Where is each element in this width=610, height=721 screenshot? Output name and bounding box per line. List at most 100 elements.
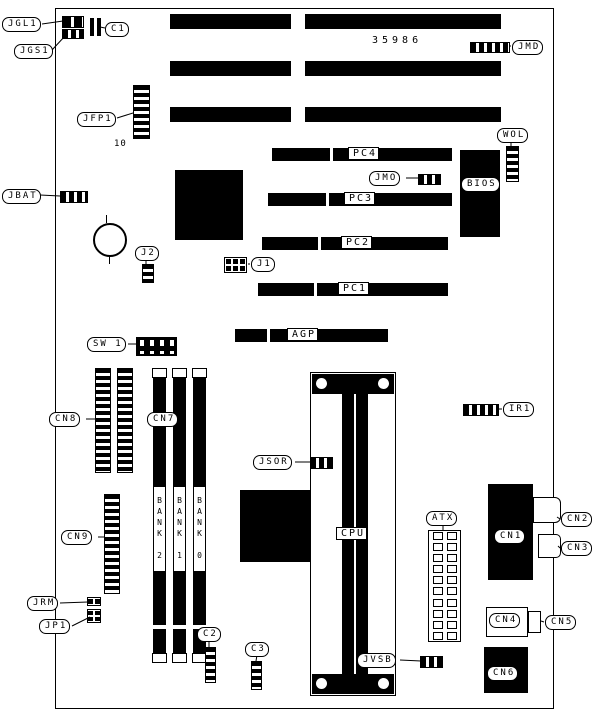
callout-cn4: CN4: [489, 613, 521, 628]
southbridge-chip: [240, 490, 310, 562]
pin: [233, 266, 238, 271]
battery-contact: [106, 215, 107, 223]
callout-cn3: CN3: [561, 541, 593, 556]
callout-ir1: IR1: [503, 402, 535, 417]
atx-pin: [446, 631, 457, 640]
battery: [93, 223, 127, 257]
dip-switch-toggle: [150, 340, 154, 346]
mounting-hole: [378, 378, 389, 389]
atx-power-connector: [428, 530, 461, 642]
callout-cn7: CN7: [147, 412, 179, 427]
callout-bios: BIOS: [461, 177, 500, 192]
pin: [233, 259, 238, 264]
callout-jbat: JBAT: [2, 189, 41, 204]
cn8-connector: [95, 368, 111, 473]
cpu-bracket-top: [312, 374, 394, 394]
callout-atx: ATX: [426, 511, 458, 526]
callout-cn9: CN9: [61, 530, 93, 545]
dip-switch-toggle: [160, 340, 164, 346]
atx-pin: [432, 587, 443, 596]
callout-wol: WOL: [497, 128, 529, 143]
dip-switch-mark: [170, 351, 174, 354]
dimm-label-area: BANK 1: [173, 487, 186, 571]
pin: [240, 266, 245, 271]
cn8-connector: [117, 368, 133, 473]
bios-chip: [460, 150, 500, 237]
j2-connector: [142, 264, 154, 283]
cn9-connector: [104, 494, 120, 594]
dimm-latch: [152, 653, 167, 663]
jbat-connector: [60, 191, 88, 203]
isa-slot: [305, 107, 501, 122]
cn5-connector: [528, 611, 541, 633]
pci-slot-key: [330, 148, 333, 161]
pci-slot-2-label: PC2: [341, 236, 373, 249]
atx-pin: [432, 554, 443, 563]
dimm-bank1-label: BANK 1: [175, 496, 184, 562]
dimm-body: [153, 571, 166, 625]
dimm-bank2-label: BANK 2: [155, 496, 164, 562]
dip-switch-mark: [160, 351, 164, 354]
jp1-connector: [87, 609, 101, 623]
callout-cn6: CN6: [487, 666, 519, 681]
dimm-slot-bank1: BANK 1: [172, 368, 187, 663]
jrm-connector: [87, 597, 101, 606]
atx-pin: [432, 565, 443, 574]
pin: [95, 617, 100, 621]
atx-pin: [446, 554, 457, 563]
atx-pin: [432, 532, 443, 541]
agp-slot-key: [267, 329, 270, 342]
jgl1-connector: [62, 16, 84, 28]
callout-jgs1: JGS1: [14, 44, 53, 59]
agp-slot-label: AGP: [287, 328, 319, 341]
dip-switch-mark: [150, 351, 154, 354]
dimm-body: [173, 571, 186, 625]
northbridge-chip: [175, 170, 243, 240]
callout-j1: J1: [251, 257, 275, 272]
callout-jmo: JMO: [369, 171, 401, 186]
c3-capacitor: [251, 661, 262, 690]
dip-switch-toggle: [170, 340, 174, 346]
atx-pin: [432, 543, 443, 552]
isa-slot: [305, 14, 501, 29]
dip-switch-toggle: [140, 340, 144, 346]
atx-pin: [446, 576, 457, 585]
atx-pin: [446, 598, 457, 607]
pci-slot-key: [318, 237, 321, 250]
jsor-connector: [310, 457, 333, 469]
jfp1-connector: [133, 85, 150, 139]
dimm-body: [153, 629, 166, 653]
pin: [88, 599, 93, 604]
ir1-connector: [463, 404, 499, 416]
isa-slot: [305, 61, 501, 76]
callout-c2: C2: [197, 627, 221, 642]
c1-capacitor: [90, 18, 101, 36]
sw1-dip-switch: [136, 337, 177, 356]
pci-slot-3-label: PC3: [344, 192, 376, 205]
pci-slot-1-label: PC1: [338, 282, 370, 295]
callout-jvsb: JVSB: [357, 653, 396, 668]
isa-slot: [170, 14, 291, 29]
mounting-hole: [316, 378, 327, 389]
pin: [95, 611, 100, 615]
atx-pin: [446, 587, 457, 596]
atx-pin: [446, 565, 457, 574]
pci-slot-key: [326, 193, 329, 206]
callout-jp1: JP1: [39, 619, 71, 634]
atx-pin: [432, 609, 443, 618]
atx-pin: [432, 620, 443, 629]
pin: [88, 617, 93, 621]
jfp1-pin-number: 10: [114, 139, 127, 149]
callout-jgl1: JGL1: [2, 17, 41, 32]
atx-pin: [446, 532, 457, 541]
j1-connector: [224, 257, 247, 273]
pci-slot-4-label: PC4: [348, 147, 380, 160]
dimm-slot-bank0: BANK 0: [192, 368, 207, 663]
callout-jmd: JMD: [512, 40, 544, 55]
mounting-hole: [378, 678, 389, 689]
callout-cn8: CN8: [49, 412, 81, 427]
isa-slot: [170, 61, 291, 76]
callout-c1: C1: [105, 22, 129, 37]
callout-cn1: CN1: [494, 529, 526, 544]
